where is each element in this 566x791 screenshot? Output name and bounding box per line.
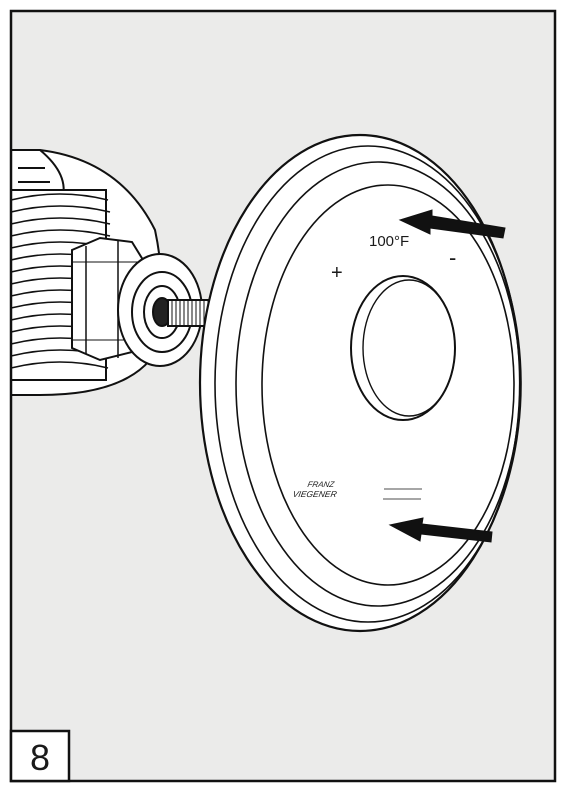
step-number: 8 bbox=[30, 737, 50, 778]
svg-text:VIEGENER: VIEGENER bbox=[292, 489, 338, 499]
step-number-box bbox=[9, 729, 71, 783]
svg-text:FRANZ: FRANZ bbox=[307, 480, 336, 489]
trim-plate bbox=[198, 133, 522, 633]
increase-sign: + bbox=[331, 262, 343, 284]
push-arrow-top bbox=[398, 209, 506, 239]
brand-logo: FRANZ VIEGENER bbox=[292, 480, 422, 500]
decrease-sign: - bbox=[449, 245, 456, 270]
panel-border bbox=[9, 9, 557, 783]
push-arrow-bottom bbox=[388, 517, 493, 543]
valve-cartridge bbox=[10, 149, 213, 396]
temperature-label: 100°F bbox=[369, 233, 409, 250]
